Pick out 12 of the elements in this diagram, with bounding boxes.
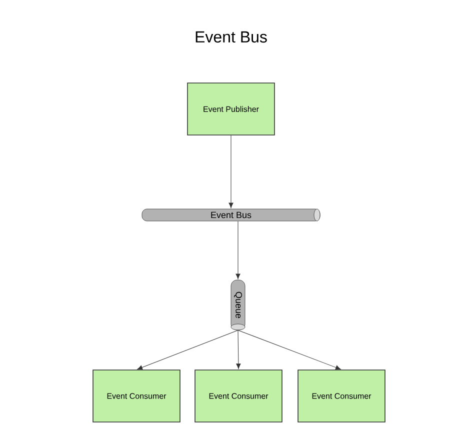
arrow bbox=[236, 330, 241, 369]
arrow bbox=[238, 330, 341, 370]
pipe-cylinder: Event Bus bbox=[142, 208, 320, 222]
process-box: Event Consumer bbox=[194, 370, 282, 422]
process-box: Event Consumer bbox=[92, 370, 180, 422]
process-box: Event Consumer bbox=[298, 370, 386, 422]
queue-cylinder: Queue bbox=[230, 280, 246, 330]
arrow bbox=[236, 220, 240, 280]
arrow bbox=[228, 135, 234, 208]
title: Event Bus bbox=[196, 31, 267, 43]
process-box: Event Publisher bbox=[187, 82, 275, 136]
arrow bbox=[137, 330, 238, 370]
